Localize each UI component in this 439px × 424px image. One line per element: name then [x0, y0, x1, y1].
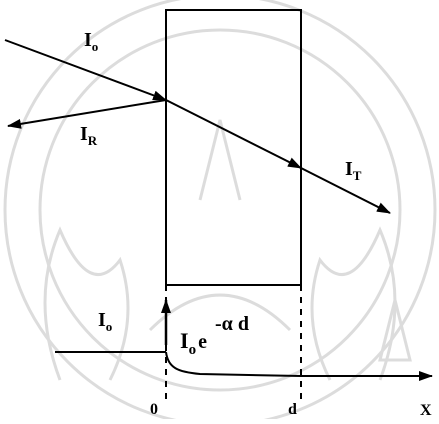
medium-slab [165, 9, 302, 286]
label-initial-intensity: Io [98, 309, 112, 334]
refracted-ray [165, 99, 302, 169]
label-incident: Io [84, 29, 98, 54]
label-thickness: d [288, 401, 297, 418]
incident-ray [4, 39, 167, 101]
reflected-ray [7, 99, 167, 129]
label-reflected: IR [80, 123, 98, 148]
label-transmitted: IT [345, 158, 362, 183]
watermark-seal [3, 0, 437, 424]
label-attenuation-exponent: -α d [215, 313, 249, 335]
transmitted-ray [300, 167, 391, 214]
exponential-decay-curve [165, 351, 302, 377]
label-origin: 0 [150, 401, 158, 418]
label-x-axis: X [420, 402, 432, 419]
